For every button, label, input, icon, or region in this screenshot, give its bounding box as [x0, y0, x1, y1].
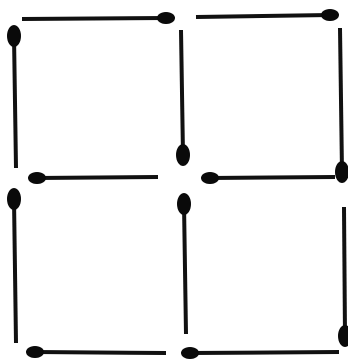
- matchstick-head: [335, 161, 348, 183]
- matchstick-head: [7, 188, 21, 210]
- matchstick-bottom-right[interactable]: [181, 347, 339, 359]
- matchstick-middle-left[interactable]: [28, 172, 158, 184]
- matchstick-stick: [344, 207, 345, 336]
- matchstick-middle-right[interactable]: [201, 172, 335, 184]
- matchstick-head: [177, 193, 191, 215]
- matchstick-head: [338, 325, 348, 347]
- matchstick-right-lower[interactable]: [338, 207, 348, 347]
- matchstick-head: [181, 347, 199, 359]
- matchstick-head: [157, 12, 175, 24]
- matchstick-stick: [210, 177, 335, 178]
- matchstick-head: [28, 172, 46, 184]
- matchstick-stick: [35, 352, 166, 353]
- matchstick-bottom-left[interactable]: [26, 346, 166, 358]
- matchstick-stick: [14, 199, 16, 343]
- matchstick-center-lower[interactable]: [177, 193, 191, 334]
- matchstick-head: [7, 25, 21, 47]
- matchstick-stick: [190, 352, 339, 353]
- matchstick-head: [26, 346, 44, 358]
- matchstick-stick: [22, 18, 166, 19]
- matchstick-top-left[interactable]: [22, 12, 175, 24]
- matchstick-left-lower[interactable]: [7, 188, 21, 343]
- matchstick-stick: [340, 28, 342, 172]
- matchstick-head: [321, 9, 339, 21]
- matchstick-stick: [181, 30, 183, 155]
- matchstick-stick: [14, 36, 16, 168]
- matchstick-right-upper[interactable]: [335, 28, 348, 183]
- matchstick-top-right[interactable]: [196, 9, 339, 21]
- matchstick-stick: [37, 177, 158, 178]
- matchstick-head: [201, 172, 219, 184]
- matchstick-stick: [184, 204, 186, 334]
- matchstick-head: [176, 144, 190, 166]
- matchstick-center-upper[interactable]: [176, 30, 190, 166]
- matchstick-left-upper[interactable]: [7, 25, 21, 168]
- matchstick-stick: [196, 15, 330, 17]
